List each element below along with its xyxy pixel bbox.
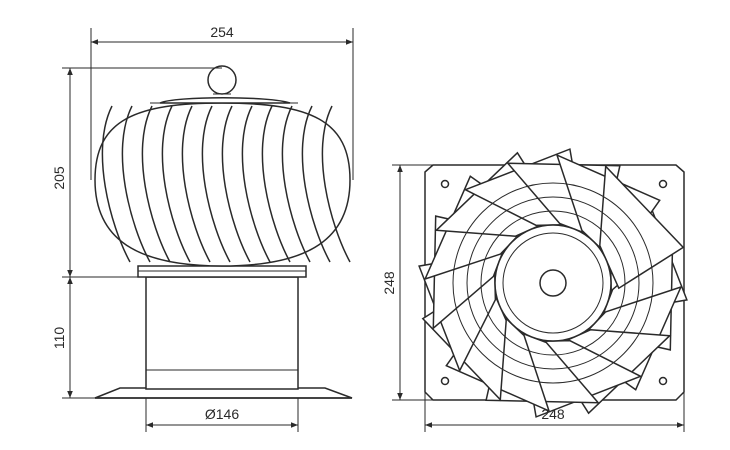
vane-line [241,105,271,263]
base-cylinder [145,276,299,390]
side-view: 254 205 110 Ø146 [51,24,354,432]
top-knob [207,65,237,95]
vane-line [221,105,251,263]
vane-line [141,105,171,263]
vane-line [261,105,291,263]
turbine-head [94,65,351,267]
dimension-top-width: 248 [424,392,685,432]
top-view: 248 248 [381,148,688,432]
vane-line [301,105,331,263]
vane-line [181,105,211,263]
dimension-top-height: 248 [381,164,433,401]
vane-line [161,105,191,263]
blade-ring [452,182,654,384]
width-label: 254 [210,24,234,40]
dimension-base-diameter: Ø146 [145,398,299,432]
center-knob [539,269,567,297]
top-height-label: 248 [381,271,397,295]
blade-ring [480,210,626,356]
turbine-height-label: 205 [51,166,67,190]
dimension-base-height: 110 [51,277,95,399]
dimension-turbine-height: 205 [51,67,222,278]
dimension-width: 254 [90,24,354,180]
top-width-label: 248 [541,406,565,422]
hub-inner-ring [502,232,604,334]
turbine-blades-top [418,148,688,418]
vane-line [281,105,311,263]
turbine-vanes [101,105,351,263]
vane-line [201,105,231,263]
blade-ring [466,196,640,370]
vane-line [121,105,151,263]
vane-line [321,105,351,263]
vane-line [101,105,131,263]
mounting-holes [440,179,668,386]
base-diameter-label: Ø146 [205,406,239,422]
base-height-label: 110 [51,327,67,350]
